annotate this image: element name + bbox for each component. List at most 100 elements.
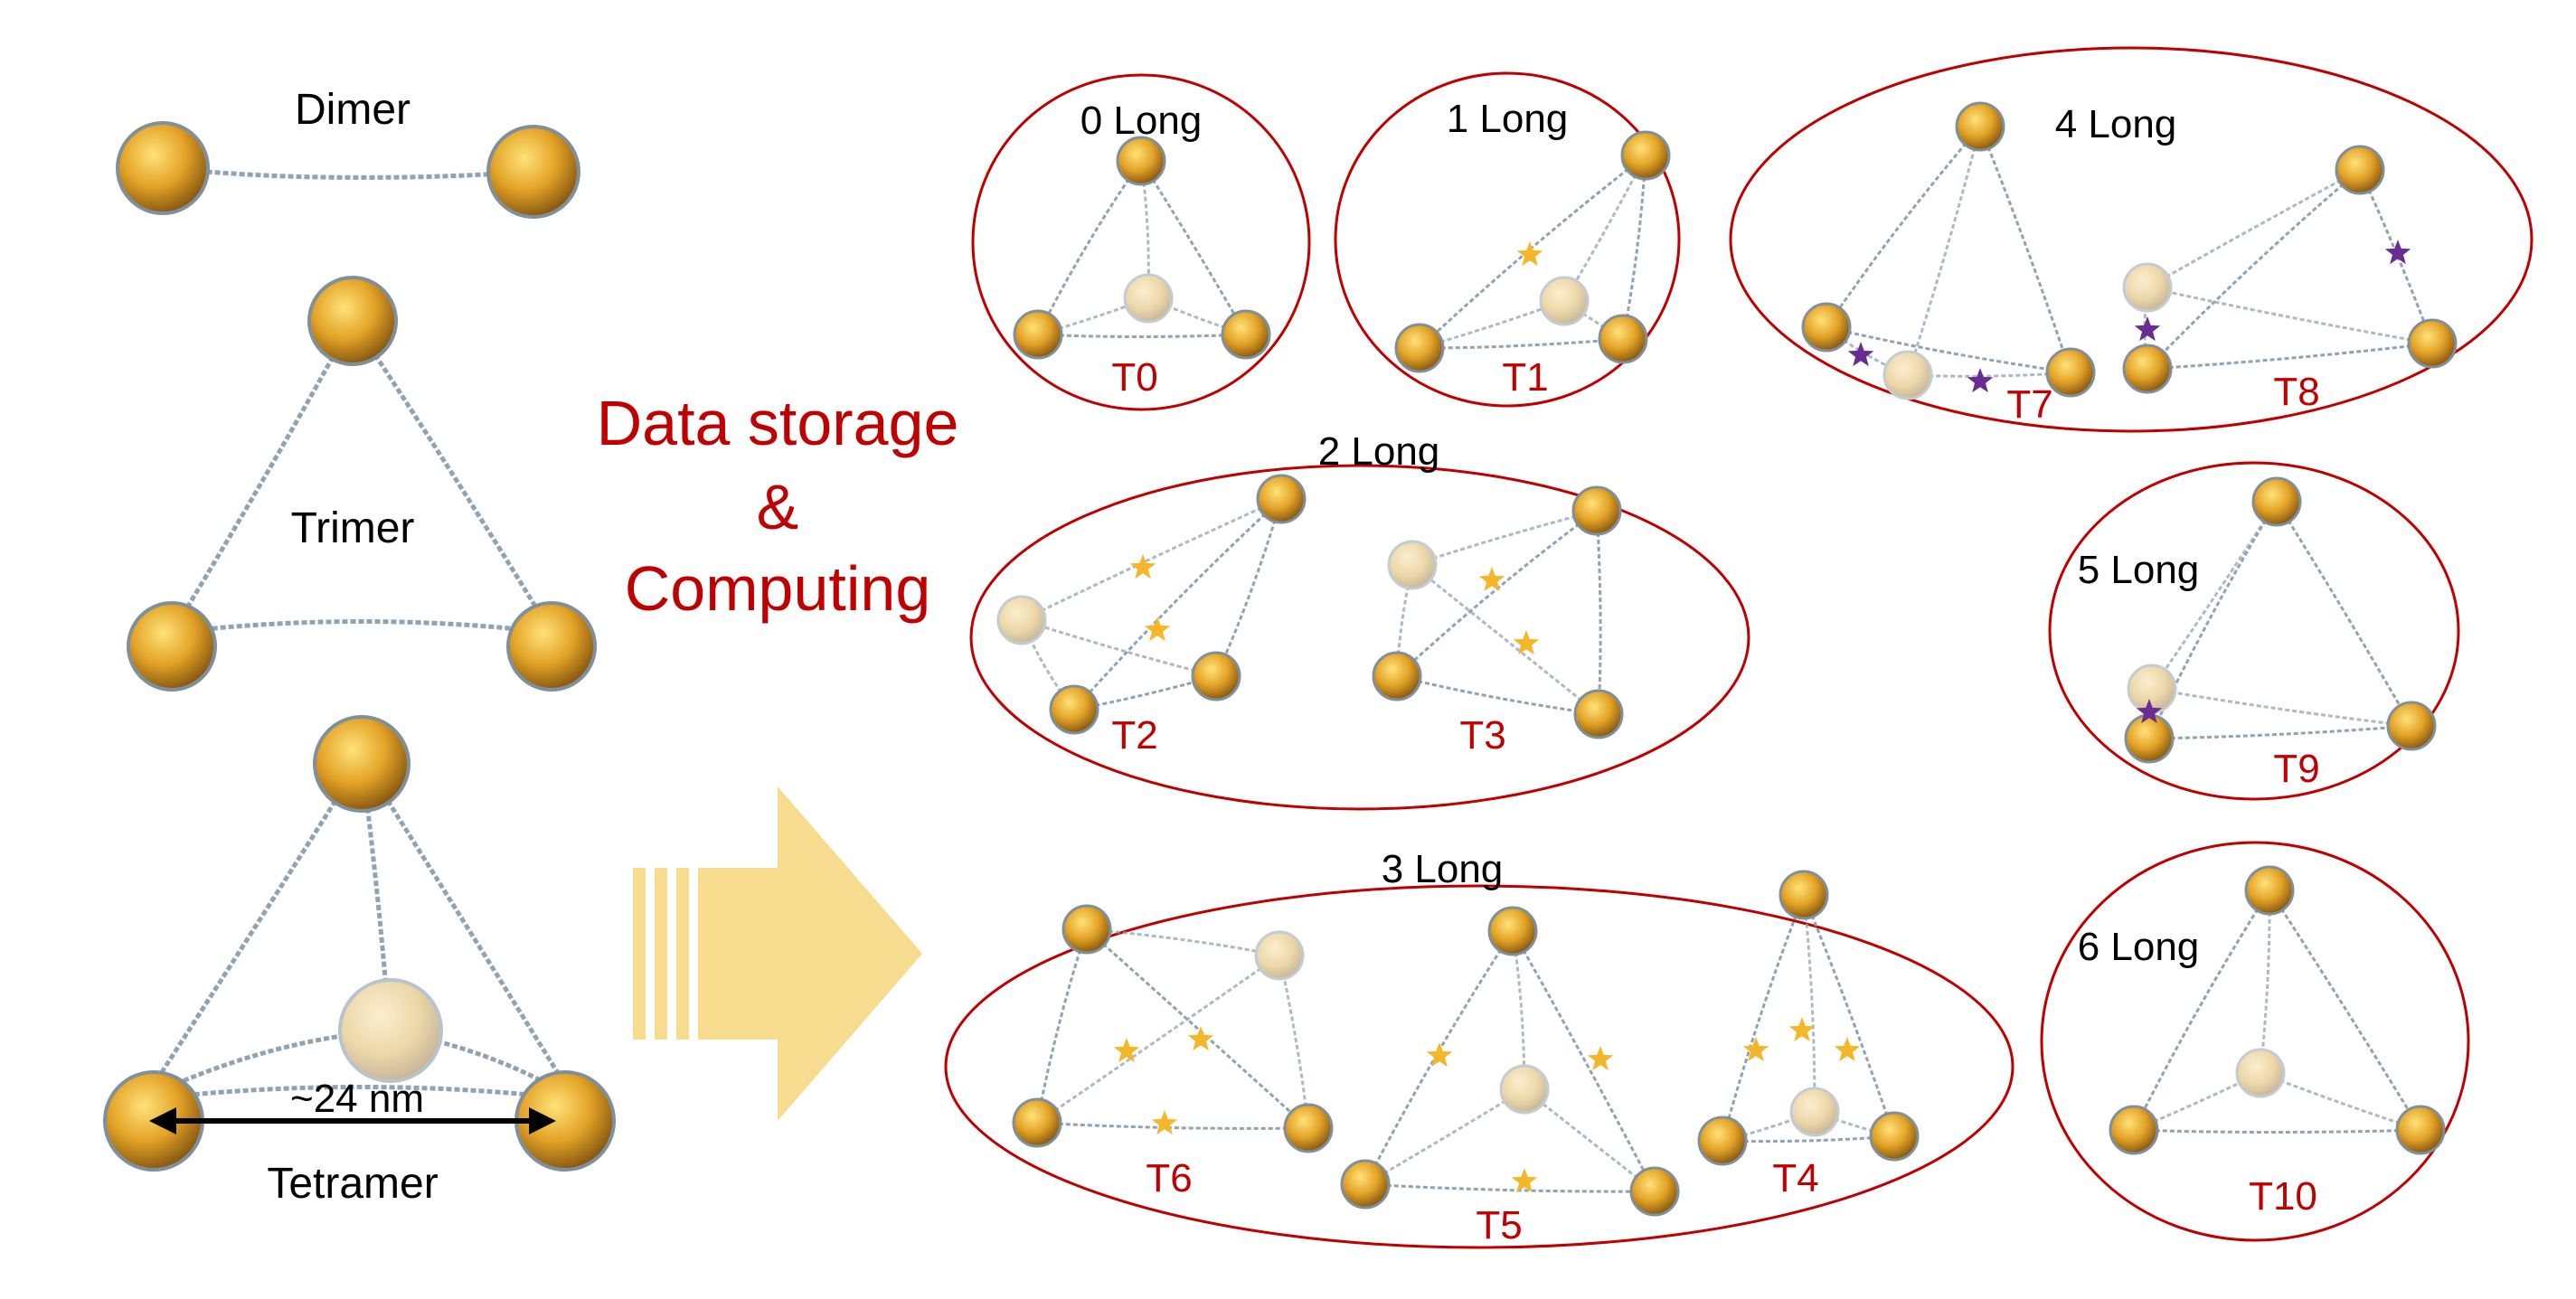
linker-edge: [1906, 126, 1982, 376]
nanoparticle: [307, 276, 398, 366]
nanoparticle: [2109, 1105, 2159, 1155]
center-title-line1: Data storage: [597, 388, 959, 458]
nanoparticle: [1869, 1111, 1920, 1162]
linker-edge: [1139, 160, 1248, 335]
yellow-star-icon: [1513, 630, 1540, 655]
linker-edge: [1086, 927, 1280, 957]
linker-edge: [1621, 155, 1647, 340]
group-label-3: 3 Long: [1382, 847, 1504, 891]
nanoparticle-back: [1539, 276, 1590, 326]
structure-tag-T8: T8: [2273, 370, 2319, 414]
structure-tag-T3: T3: [1459, 713, 1505, 758]
tetrahedron-T5: [1340, 906, 1680, 1217]
center-title-line3: Computing: [625, 553, 931, 624]
group-ellipse-2: [969, 464, 1750, 811]
nanoparticle-back: [2122, 262, 2173, 313]
yellow-star-icon: [1587, 1046, 1614, 1071]
structure-tag-T7: T7: [2006, 382, 2052, 427]
structure-tag-T9: T9: [2273, 747, 2319, 791]
yellow-star-icon: [1129, 554, 1156, 579]
linker-edge: [1825, 126, 1982, 328]
yellow-star-icon: [1478, 567, 1505, 592]
linker-edge: [1722, 1134, 1895, 1144]
linker-edge: [1411, 563, 1599, 716]
structure-tag-T2: T2: [1111, 713, 1157, 758]
linker-edge: [2268, 890, 2422, 1131]
structure-tag-T1: T1: [1502, 355, 1548, 400]
linker-edge: [1511, 930, 1656, 1192]
nanoparticle: [1062, 904, 1112, 955]
group-label-6: 6 Long: [2078, 925, 2200, 969]
nanoparticle: [2407, 318, 2458, 369]
nanoparticle-back: [996, 595, 1047, 645]
tetrahedron-T2: [996, 474, 1307, 735]
nanoparticle: [1801, 302, 1852, 353]
linker-edge: [1072, 497, 1283, 711]
tetrahedron-T3: [1372, 485, 1624, 739]
nanoparticle-back: [2235, 1048, 2286, 1098]
group-label-5: 5 Long: [2078, 548, 2200, 592]
nanoparticle-back: [1123, 273, 1174, 324]
nanoparticle: [1955, 101, 2005, 152]
nanoparticle: [506, 601, 597, 692]
tetrahedron-T0: [1013, 136, 1271, 360]
linker-edge: [2146, 168, 2361, 371]
yellow-star-icon: [1834, 1037, 1861, 1062]
nanoparticle: [2395, 1105, 2446, 1155]
linker-edge: [2275, 501, 2413, 727]
nanoparticle: [2244, 865, 2295, 916]
nanoparticle: [1340, 1159, 1391, 1210]
nanoparticle: [2335, 145, 2385, 195]
nanoparticle: [1012, 1097, 1062, 1148]
nanoparticle: [1779, 870, 1829, 920]
linker-edge: [1396, 674, 1599, 716]
purple-star-icon: [2136, 699, 2163, 724]
yellow-star-icon: [1788, 1017, 1816, 1042]
nanoparticle: [127, 601, 217, 692]
group-ellipse-6: [2040, 841, 2470, 1242]
linker-edge: [1563, 299, 1624, 341]
structure-tag-T4: T4: [1772, 1156, 1818, 1200]
group-outlines: [944, 46, 2534, 1249]
scale-label: ~24 nm: [290, 1077, 424, 1121]
tetrahedron-T8: [2122, 145, 2458, 394]
purple-star-icon: [2134, 316, 2161, 342]
group-ellipse-4: [1729, 46, 2534, 433]
linker-edge: [1826, 325, 2071, 374]
nanoparticle: [1372, 651, 1422, 701]
group-label-2: 2 Long: [1318, 429, 1440, 474]
nanoparticle: [1049, 684, 1099, 735]
nanoparticle: [486, 125, 580, 219]
tetrahedron-T7: [1801, 101, 2096, 400]
nanoparticle-back: [1789, 1087, 1840, 1137]
nanoparticle: [1620, 130, 1671, 181]
nanoparticle: [1256, 474, 1307, 524]
yellow-star-icon: [1151, 1110, 1178, 1135]
group-label-0: 0 Long: [1080, 99, 1203, 143]
nanoparticle: [2122, 344, 2173, 394]
nanoparticle: [1283, 1103, 1334, 1153]
tetramer-structure: [103, 715, 616, 1172]
group-ellipse-0: [971, 73, 1311, 411]
linker-edge: [2132, 890, 2271, 1131]
nanoparticle: [1697, 1115, 1748, 1166]
trimer-structure: [127, 276, 597, 692]
trimer-label: Trimer: [291, 504, 415, 552]
yellow-star-icon: [1187, 1026, 1214, 1051]
nanoparticle: [1013, 309, 1063, 360]
linker-edge: [2147, 286, 2433, 345]
linker-edge: [1978, 126, 2072, 373]
structure-tag-T0: T0: [1111, 355, 1157, 400]
tetrahedron-T4: [1697, 870, 1920, 1166]
nanoparticle: [2124, 713, 2175, 764]
linker-edge: [1021, 497, 1282, 622]
group-label-4: 4 Long: [2055, 102, 2177, 146]
linker-edge: [1036, 954, 1280, 1125]
nanoparticle-back: [1882, 350, 1933, 400]
tetrahedron-T9: [2124, 476, 2437, 764]
linker-edge: [2150, 501, 2279, 690]
linker-edge: [2259, 890, 2271, 1074]
nanoparticle: [1598, 314, 1648, 364]
nanoparticle: [313, 715, 410, 813]
